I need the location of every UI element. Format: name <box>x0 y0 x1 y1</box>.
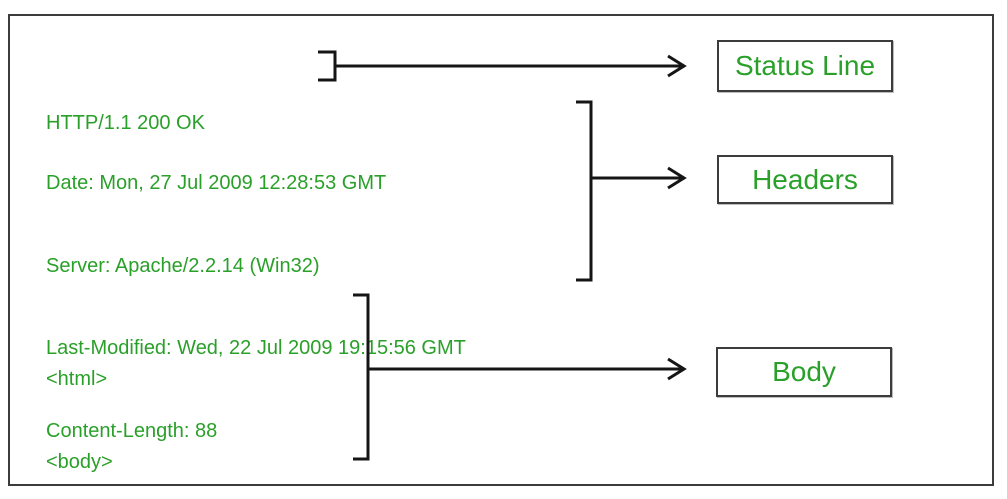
body-line-html-open: <html> <box>46 368 108 390</box>
status-line-label-box: Status Line <box>717 40 893 92</box>
header-line-date: Date: Mon, 27 Jul 2009 12:28:53 GMT <box>46 172 387 194</box>
headers-text-block: Date: Mon, 27 Jul 2009 12:28:53 GMT Serv… <box>46 115 466 499</box>
status-line-text: HTTP/1.1 200 OK <box>46 55 205 193</box>
header-line-server: Server: Apache/2.2.14 (Win32) <box>46 254 320 277</box>
headers-label-box: Headers <box>717 155 893 204</box>
diagram-outer-frame <box>8 14 994 486</box>
body-line-body-open: <body> <box>46 450 113 473</box>
body-text-block: <html> <body> <h1>Hello, World!</h1> </b… <box>46 311 257 499</box>
body-label-box: Body <box>716 347 892 397</box>
status-line-value: HTTP/1.1 200 OK <box>46 112 205 134</box>
header-line-last-modified: Last-Modified: Wed, 22 Jul 2009 19:15:56… <box>46 337 466 359</box>
body-label: Body <box>772 356 836 387</box>
header-line-content-length: Content-Length: 88 <box>46 419 218 442</box>
headers-label: Headers <box>752 163 858 195</box>
status-line-label: Status Line <box>734 50 876 81</box>
